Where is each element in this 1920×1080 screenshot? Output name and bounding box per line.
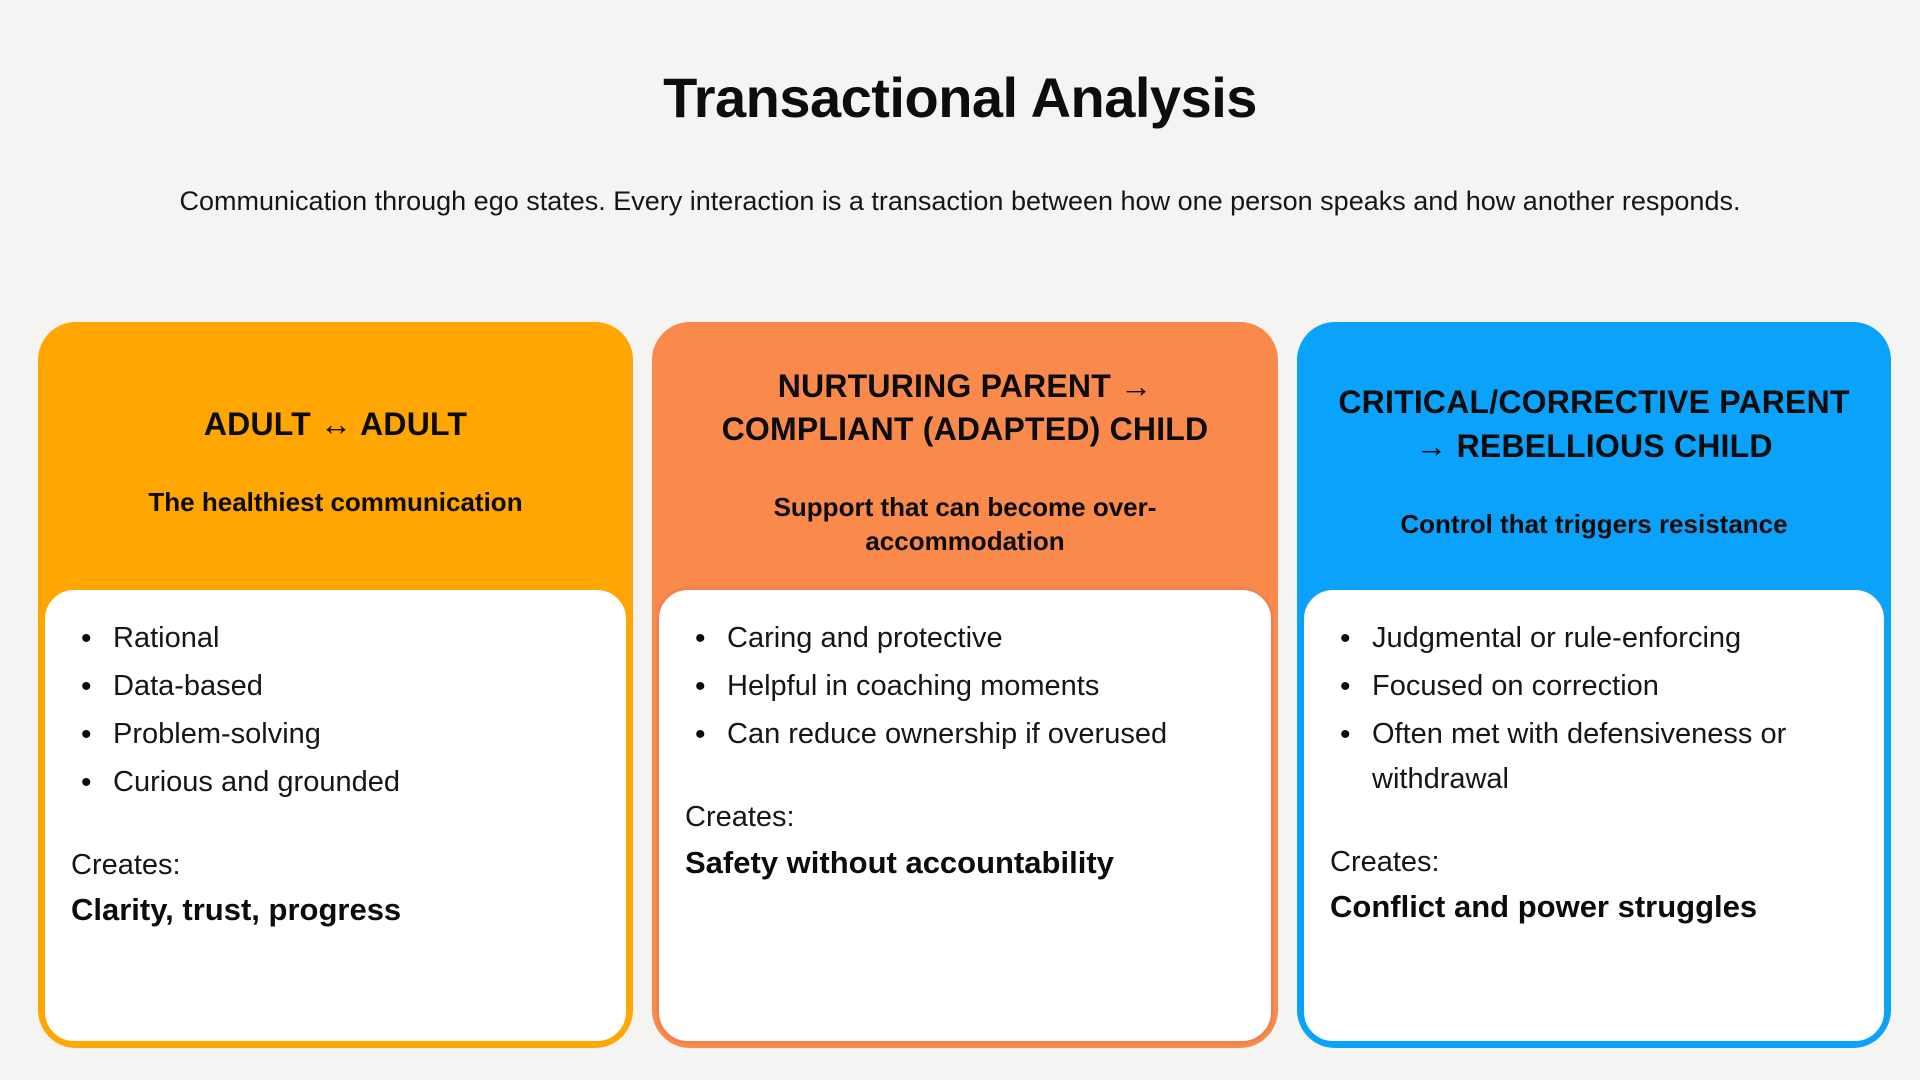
bullet-item: Curious and grounded (81, 760, 563, 806)
card-adult-adult: ADULT ↔ ADULT The healthiest communicati… (38, 322, 633, 1048)
card-subtitle-line: Control that triggers resistance (1400, 508, 1788, 539)
card-critical-parent-rebellious-child: CRITICAL/CORRECTIVE PARENT → REBELLIOUS … (1297, 322, 1891, 1048)
bullet-item: Judgmental or rule-enforcing (1340, 616, 1822, 662)
page-title: Transactional Analysis (663, 66, 1257, 129)
card-body: Rational Data-based Problem-solving Curi… (42, 587, 629, 1044)
bullet-item: Caring and protective (695, 616, 1177, 662)
page-subtitle: Communication through ego states. Every … (179, 186, 1741, 217)
card-body: Caring and protective Helpful in coachin… (656, 587, 1274, 1044)
card-header: NURTURING PARENT → COMPLIANT (ADAPTED) C… (652, 322, 1278, 587)
card-subtitle-line: The healthiest communication (148, 487, 523, 518)
bullet-item: Often met with defensiveness or withdraw… (1340, 712, 1822, 802)
card-title-line: COMPLIANT (ADAPTED) CHILD (721, 410, 1209, 447)
card-subtitle-line: Support that can become over- (773, 491, 1157, 522)
card-nurturing-parent-compliant-child: NURTURING PARENT → COMPLIANT (ADAPTED) C… (652, 322, 1278, 1048)
creates-value: Conflict and power struggles (1330, 889, 1758, 925)
bullet-item: Can reduce ownership if overused (695, 712, 1177, 758)
cards-row: ADULT ↔ ADULT The healthiest communicati… (38, 322, 1891, 1048)
bullet-item: Helpful in coaching moments (695, 664, 1177, 710)
card-title-line: NURTURING PARENT → (777, 367, 1153, 404)
card-subtitle-line: accommodation (865, 525, 1065, 556)
bullet-item: Focused on correction (1340, 664, 1822, 710)
creates-label: Creates: (685, 800, 795, 833)
creates-label: Creates: (71, 848, 181, 881)
card-subtitle: Control that triggers resistance (1321, 508, 1867, 542)
card-title-line: CRITICAL/CORRECTIVE PARENT (1338, 384, 1850, 421)
creates-label: Creates: (1330, 845, 1440, 878)
card-header: CRITICAL/CORRECTIVE PARENT → REBELLIOUS … (1297, 322, 1891, 587)
card-body: Judgmental or rule-enforcing Focused on … (1301, 587, 1887, 1044)
card-subtitle: The healthiest communication (62, 486, 609, 520)
bullet-list: Caring and protective Helpful in coachin… (685, 616, 1247, 758)
bullet-item: Data-based (81, 664, 563, 710)
bullet-list: Rational Data-based Problem-solving Curi… (71, 616, 602, 806)
card-header: ADULT ↔ ADULT The healthiest communicati… (38, 322, 633, 587)
creates-value: Safety without accountability (685, 844, 1114, 880)
card-title: NURTURING PARENT → COMPLIANT (ADAPTED) C… (676, 365, 1254, 451)
card-subtitle: Support that can become over- accommodat… (676, 491, 1254, 559)
bullet-item: Rational (81, 616, 563, 662)
bullet-list: Judgmental or rule-enforcing Focused on … (1330, 616, 1860, 802)
card-title-line: → REBELLIOUS CHILD (1415, 427, 1773, 464)
card-title: CRITICAL/CORRECTIVE PARENT → REBELLIOUS … (1321, 381, 1867, 467)
card-title-line: ADULT ↔ ADULT (203, 406, 468, 442)
bullet-item: Problem-solving (81, 712, 563, 758)
creates-value: Clarity, trust, progress (71, 892, 402, 928)
card-title: ADULT ↔ ADULT (62, 403, 609, 446)
